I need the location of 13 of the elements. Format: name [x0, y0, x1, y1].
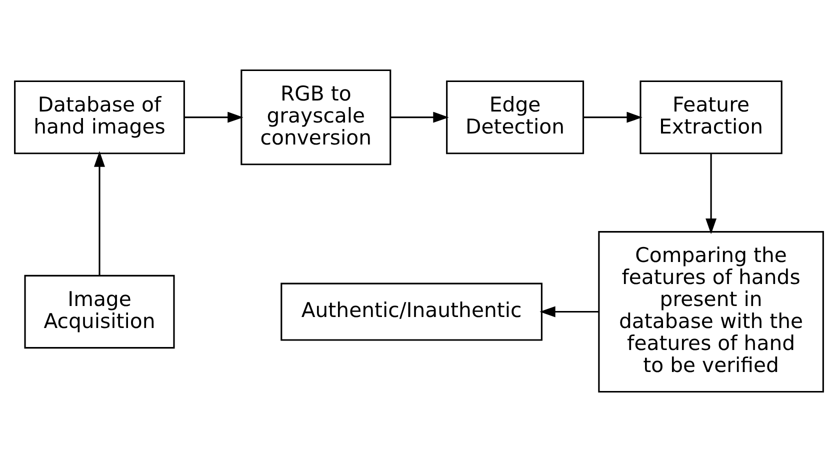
node-box: Feature Extraction	[640, 80, 782, 154]
node-box: Edge Detection	[446, 80, 584, 154]
node-box: Authentic/Inauthentic	[280, 282, 542, 340]
arrow	[706, 153, 717, 234]
arrow	[94, 150, 105, 275]
node-box: Image Acquisition	[24, 274, 175, 348]
arrow	[540, 306, 599, 317]
node-box: Database of hand images	[14, 80, 185, 154]
node-box: Comparing the features of hands present in database with the features of hand to be verified	[598, 230, 824, 392]
node-box: RGB to grayscale conversion	[240, 68, 392, 165]
arrow	[184, 111, 244, 122]
arrow	[390, 111, 449, 122]
arrow	[584, 111, 642, 122]
